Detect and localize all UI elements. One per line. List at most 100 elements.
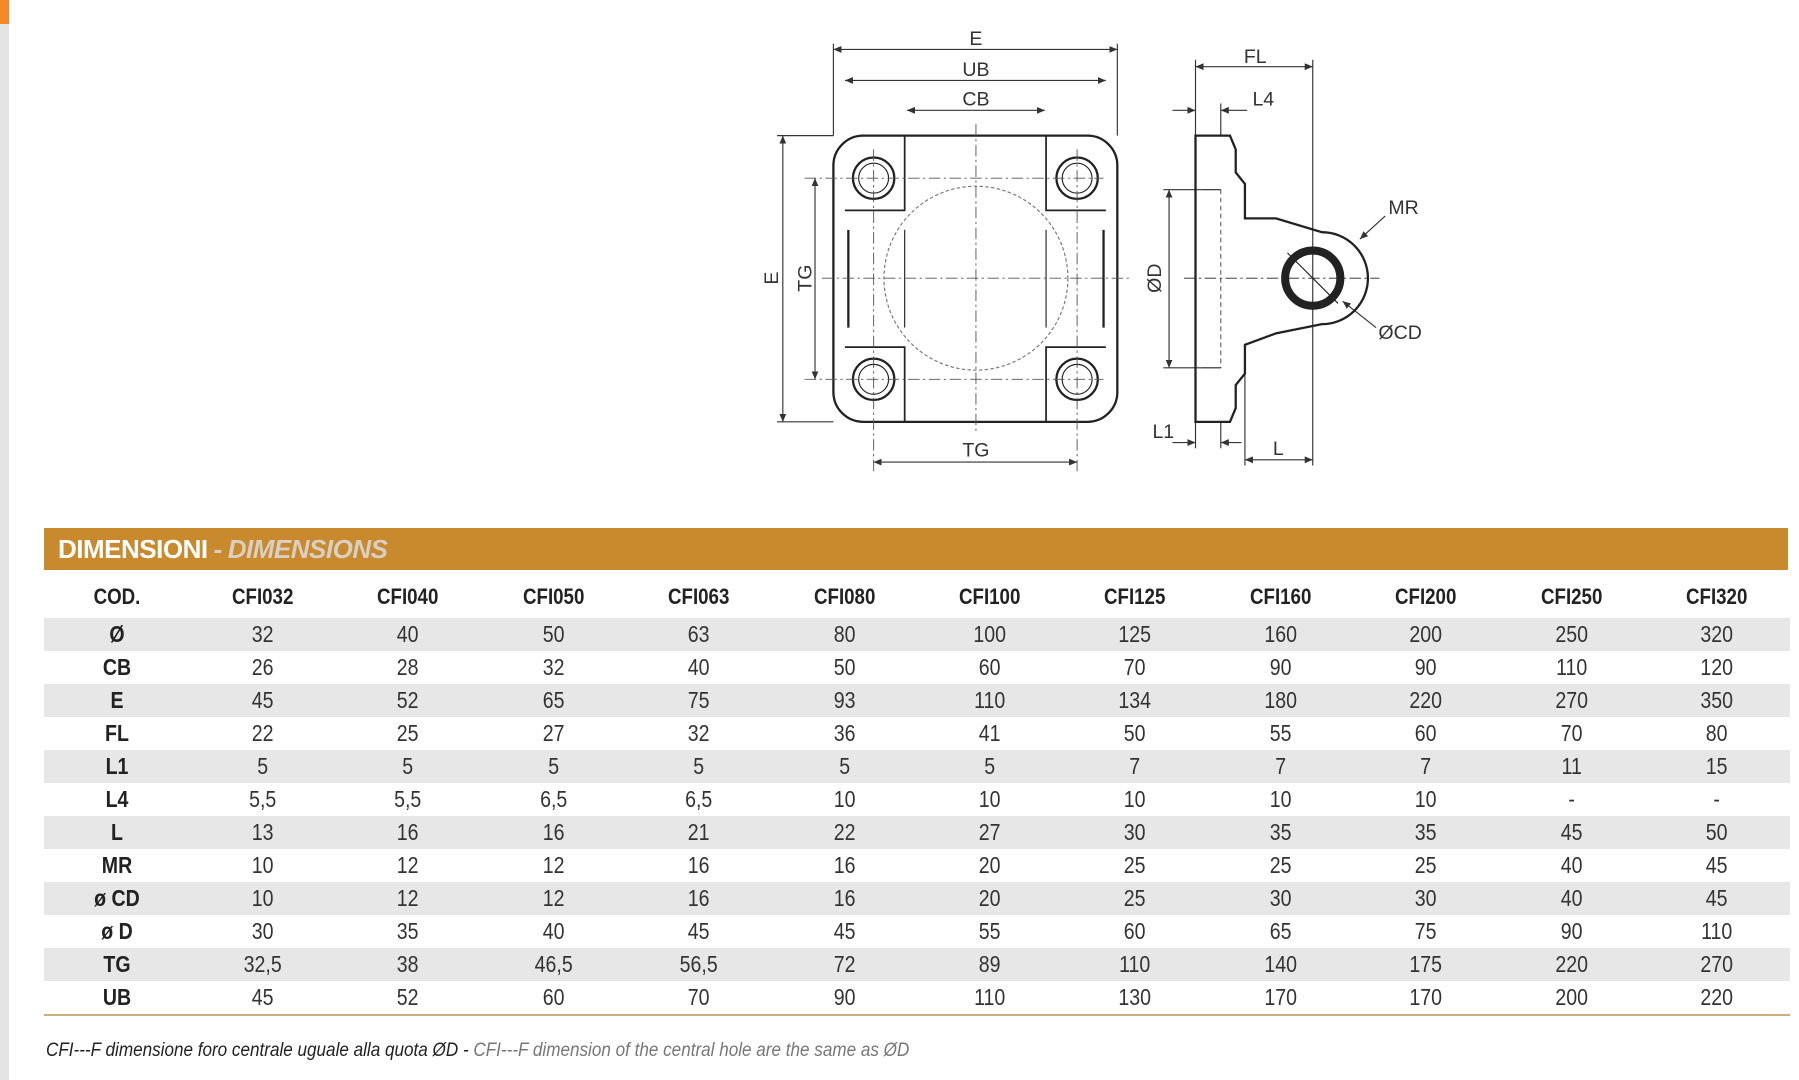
label-e: E xyxy=(969,28,982,50)
table-cell: 40 xyxy=(542,918,565,944)
table-cell: 22 xyxy=(833,819,856,845)
label-ub: UB xyxy=(962,59,989,81)
table-cell: 32 xyxy=(251,621,274,647)
technical-drawing: E UB CB E TG TG FL L4 ØD MR ØCD L1 L xyxy=(761,28,1422,472)
table-cell: 6,5 xyxy=(539,786,568,812)
side-view xyxy=(1184,134,1380,423)
table-cell: 5 xyxy=(402,753,414,779)
table-cell: 63 xyxy=(687,621,710,647)
table-cell: 125 xyxy=(1118,621,1152,647)
table-cell: 80 xyxy=(833,621,856,647)
table-cell: 46,5 xyxy=(534,951,573,977)
table-cell: 55 xyxy=(1269,720,1292,746)
section-title-bar: DIMENSIONI - DIMENSIONS xyxy=(44,528,1788,570)
table-cell: 32 xyxy=(542,654,565,680)
table-cell: 220 xyxy=(1700,984,1733,1010)
table-cell: 45 xyxy=(833,918,856,944)
table-cell: 110 xyxy=(1555,654,1587,680)
footnote-it: CFI---F dimensione foro centrale uguale … xyxy=(46,1040,474,1061)
table-cell: 41 xyxy=(978,720,1001,746)
table-cell: 25 xyxy=(397,720,419,746)
table-cell: 25 xyxy=(1124,852,1146,878)
table-cell: 12 xyxy=(542,852,565,878)
table-cell: 20 xyxy=(978,885,1001,911)
table-cell: 7 xyxy=(1420,753,1432,779)
table-cell: CFI032 xyxy=(232,583,294,609)
table-cell: 25 xyxy=(1269,852,1292,878)
row-label: E xyxy=(110,687,124,713)
table-cell: 75 xyxy=(1414,918,1437,944)
table-cell: 30 xyxy=(1269,885,1292,911)
table-cell: 40 xyxy=(397,621,419,647)
table-cell: 320 xyxy=(1700,621,1733,647)
table-cell: 130 xyxy=(1118,984,1152,1010)
table-cell: 12 xyxy=(397,885,419,911)
table-cell: 70 xyxy=(1560,720,1583,746)
label-l1: L1 xyxy=(1152,421,1174,443)
section-title-en: DIMENSIONS xyxy=(227,533,388,564)
table-cell: 70 xyxy=(1124,654,1146,680)
table-cell: 5 xyxy=(257,753,269,779)
label-tg-vertical: TG xyxy=(795,265,817,292)
table-cell: 65 xyxy=(1269,918,1292,944)
row-label: Ø xyxy=(109,621,125,647)
table-cell: 52 xyxy=(397,687,419,713)
table-cell: 32 xyxy=(687,720,710,746)
table-cell: 200 xyxy=(1554,984,1588,1010)
table-cell: 110 xyxy=(1701,918,1733,944)
table-cell: 170 xyxy=(1264,984,1297,1010)
table-cell: 16 xyxy=(542,819,565,845)
table-cell: 30 xyxy=(1414,885,1437,911)
table-cell: 40 xyxy=(1560,852,1583,878)
row-label: COD. xyxy=(93,583,141,609)
table-cell: 60 xyxy=(542,984,565,1010)
table-cell: 89 xyxy=(978,951,1001,977)
table-cell: 22 xyxy=(251,720,274,746)
table-cell: 25 xyxy=(1414,852,1437,878)
table-cell: 45 xyxy=(1560,819,1583,845)
row-label: CB xyxy=(102,654,132,680)
table-cell: 10 xyxy=(978,786,1001,812)
label-fl: FL xyxy=(1244,46,1267,68)
table-cell: 6,5 xyxy=(685,786,713,812)
row-label: ø D xyxy=(101,918,133,944)
label-mr: MR xyxy=(1388,197,1418,219)
row-label: FL xyxy=(105,720,129,746)
table-cell: 45 xyxy=(251,687,274,713)
table-cell: CFI100 xyxy=(958,583,1021,609)
row-label: L xyxy=(111,819,123,845)
table-cell: - xyxy=(1567,786,1575,812)
table-cell: 16 xyxy=(833,885,856,911)
table-cell: CFI063 xyxy=(668,583,730,609)
row-label: L1 xyxy=(105,753,129,779)
table-cell: 16 xyxy=(687,852,710,878)
table-cell: 45 xyxy=(1705,885,1728,911)
table-cell: 30 xyxy=(1124,819,1146,845)
footnote: CFI---F dimensione foro centrale uguale … xyxy=(46,1040,909,1062)
table-cell: 5 xyxy=(838,753,850,779)
table-cell: 27 xyxy=(978,819,1001,845)
table-cell: 50 xyxy=(1124,720,1146,746)
table-cell: 40 xyxy=(687,654,710,680)
label-cb: CB xyxy=(962,89,989,111)
table-cell: 134 xyxy=(1118,687,1152,713)
table-cell: CFI080 xyxy=(813,583,875,609)
table-cell: 30 xyxy=(251,918,274,944)
label-od: ØD xyxy=(1144,264,1166,293)
left-rail xyxy=(0,0,9,1080)
table-cell: 38 xyxy=(397,951,419,977)
table-cell: 270 xyxy=(1554,687,1588,713)
row-label: UB xyxy=(102,984,132,1010)
table-cell: 100 xyxy=(973,621,1006,647)
table-cell: 10 xyxy=(833,786,856,812)
table-cell: 90 xyxy=(1560,918,1583,944)
table-cell: 45 xyxy=(687,918,710,944)
section-title-it: DIMENSIONI xyxy=(58,533,208,564)
table-cell: 27 xyxy=(542,720,565,746)
